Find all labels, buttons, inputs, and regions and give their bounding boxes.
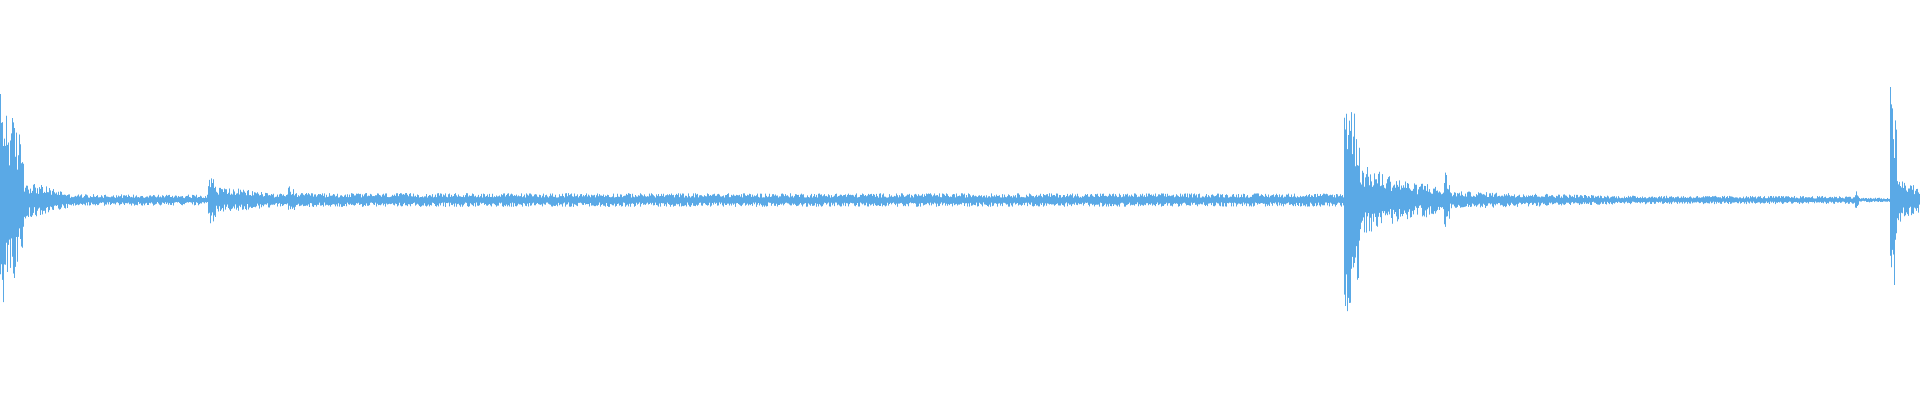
waveform-samples [0,86,1920,312]
waveform-trace [0,86,1920,312]
